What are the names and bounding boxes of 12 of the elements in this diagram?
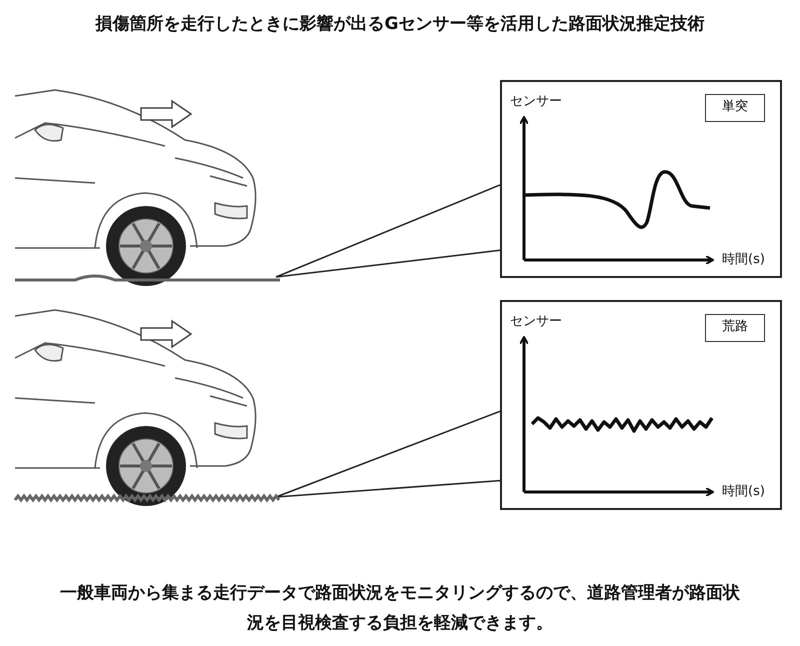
callout-line xyxy=(275,184,501,278)
callout-line xyxy=(275,410,501,498)
axis-label: センサー xyxy=(510,93,562,110)
axis-label: 時間(s) xyxy=(722,251,765,268)
axis-label: 時間(s) xyxy=(722,483,765,500)
road-type-tag: 荒路 xyxy=(705,314,765,342)
caption-text: 一般車両から集まる走行データで路面状況をモニタリングするので、道路管理者が路面状況を目視検査する負担を軽減できます。 xyxy=(60,582,740,635)
chart-panel xyxy=(500,80,782,278)
axis-label: センサー xyxy=(510,313,562,330)
road-type-tag: 単突 xyxy=(705,94,765,122)
title-text: 損傷箇所を走行したときに影響が出るGセンサー等を活用した路面状況推定技術 xyxy=(94,13,706,35)
chart-panel xyxy=(500,300,782,510)
